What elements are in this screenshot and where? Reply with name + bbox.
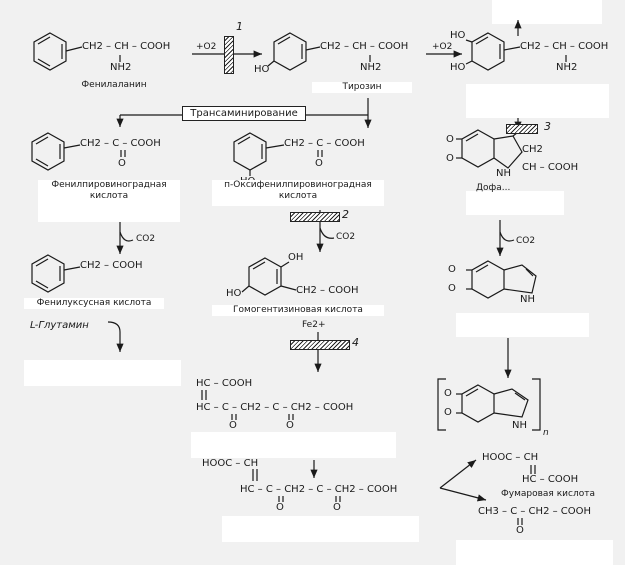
co2-1: CO2 <box>136 234 156 244</box>
melanin-n: n <box>543 428 549 438</box>
benzene-ring-homogentisic <box>248 257 282 296</box>
indq-o2: O <box>448 283 456 294</box>
maa-line2: HC – C – CH2 – C – CH2 – COOH <box>196 402 354 413</box>
ring-dopachrome <box>461 129 495 168</box>
benzene-ring-phenylacetic <box>31 254 65 293</box>
maa-o2: O <box>286 420 294 431</box>
aca-line: CH3 – C – CH2 – COOH <box>478 506 592 517</box>
dopa-ho2: HO <box>450 62 466 73</box>
dopa-ho1: HO <box>450 30 466 41</box>
maa-o1: O <box>229 420 237 431</box>
label-dopachrome-partial: Дофа... <box>476 183 511 193</box>
melanin-o1: O <box>444 388 452 399</box>
blank-box-acetoacetate <box>456 540 613 565</box>
blank-box-dopa <box>466 84 609 118</box>
label-hydroxyphenylpyruvic: п-Оксифенилпировиноградная кислота <box>212 180 384 206</box>
label-phenylacetic: Фенилуксусная кислота <box>24 298 164 309</box>
label-hydroxyphenylpyruvic-line1: п-Оксифенилпировиноградная <box>224 180 372 190</box>
hga-ho: HO <box>226 288 242 299</box>
dopa-nh2: NH2 <box>556 62 578 73</box>
fum-line2: HC – COOH <box>522 474 579 485</box>
blank-box-maleylacetoacetate <box>191 432 396 458</box>
hppa-o: O <box>315 158 323 169</box>
benzene-ring-phenylpyruvic <box>31 132 65 171</box>
indq-o1: O <box>448 264 456 275</box>
ppa-chain: CH2 – C – COOH <box>80 138 161 149</box>
blank-box-fumarylacetoacetate <box>222 516 419 542</box>
label-homogentisic: Гомогентизиновая кислота <box>212 305 384 316</box>
melanin-o2: O <box>444 407 452 418</box>
dopa-chain: CH2 – CH – COOH <box>520 41 609 52</box>
enzyme-block-3 <box>506 124 538 134</box>
faa-line2: HC – C – CH2 – C – CH2 – COOH <box>240 484 398 495</box>
ring-melanin-unit <box>461 384 495 423</box>
co2-2: CO2 <box>336 232 356 242</box>
melanin-nh: NH <box>512 420 527 431</box>
hga-chain: CH2 – COOH <box>296 285 359 296</box>
phe-nh2: NH2 <box>110 62 132 73</box>
dopachrome-ch2: CH2 <box>522 144 543 155</box>
label-fumaric: Фумаровая кислота <box>501 489 595 499</box>
co2-3: CO2 <box>516 236 536 246</box>
faa-o1: O <box>276 502 284 513</box>
hppa-chain: CH2 – C – COOH <box>284 138 365 149</box>
blank-box-dopachrome <box>466 191 564 215</box>
step-number-2: 2 <box>342 208 349 221</box>
tyr-ho: HO <box>254 64 270 75</box>
benzene-ring-tyrosine <box>273 32 307 71</box>
enzyme-block-1 <box>224 36 234 74</box>
label-hydroxyphenylpyruvic-line2: кислота <box>278 191 318 201</box>
benzene-ring-phenylalanine <box>33 32 67 71</box>
tyr-chain: CH2 – CH – COOH <box>320 41 409 52</box>
paa-chain: CH2 – COOH <box>80 260 143 271</box>
benzene-ring-hydroxyphenylpyruvic <box>233 132 267 171</box>
label-transamination: Трансаминирование <box>182 106 306 121</box>
aca-o: O <box>516 525 524 536</box>
blank-box-phenylacetyl-glutamine <box>24 360 181 386</box>
label-tyrosine: Тирозин <box>312 82 412 93</box>
enzyme-block-2 <box>290 212 340 222</box>
reagent-o2-1: +O2 <box>196 42 217 52</box>
reagent-o2-2: +O2 <box>432 42 453 52</box>
label-phenylalanine: Фенилаланин <box>81 80 147 90</box>
step-number-1: 1 <box>236 20 243 33</box>
faa-o2: O <box>333 502 341 513</box>
faa-line1: HOOC – CH <box>202 458 259 469</box>
dopachrome-nh: NH <box>496 168 511 179</box>
benzene-ring-dopa <box>471 32 505 71</box>
ring-indolequinone <box>471 260 505 299</box>
step-number-4: 4 <box>352 336 359 349</box>
fum-line1: HOOC – CH <box>482 452 539 463</box>
phe-chain: CH2 – CH – COOH <box>82 41 171 52</box>
dopachrome-cooh: CH – COOH <box>522 162 579 173</box>
step-number-3: 3 <box>544 120 551 133</box>
blank-box-indolequinone <box>456 313 589 337</box>
label-phenylpyruvic-line2: кислота <box>89 191 129 201</box>
maa-line1: HC – COOH <box>196 378 253 389</box>
enzyme-block-4 <box>290 340 350 350</box>
reagent-fe: Fe2+ <box>302 320 326 330</box>
ppa-o: O <box>118 158 126 169</box>
label-phenylpyruvic: Фенилпировиноградная кислота <box>38 180 180 222</box>
indq-nh: NH <box>520 294 535 305</box>
hga-oh: OH <box>288 252 304 263</box>
label-glutamine: L-Глутамин <box>30 320 89 331</box>
blank-box-top-right <box>492 0 602 24</box>
dopachrome-o1: O <box>446 134 454 145</box>
dopachrome-o2: O <box>446 153 454 164</box>
tyr-nh2: NH2 <box>360 62 382 73</box>
label-phenylpyruvic-line1: Фенилпировиноградная <box>51 180 167 190</box>
